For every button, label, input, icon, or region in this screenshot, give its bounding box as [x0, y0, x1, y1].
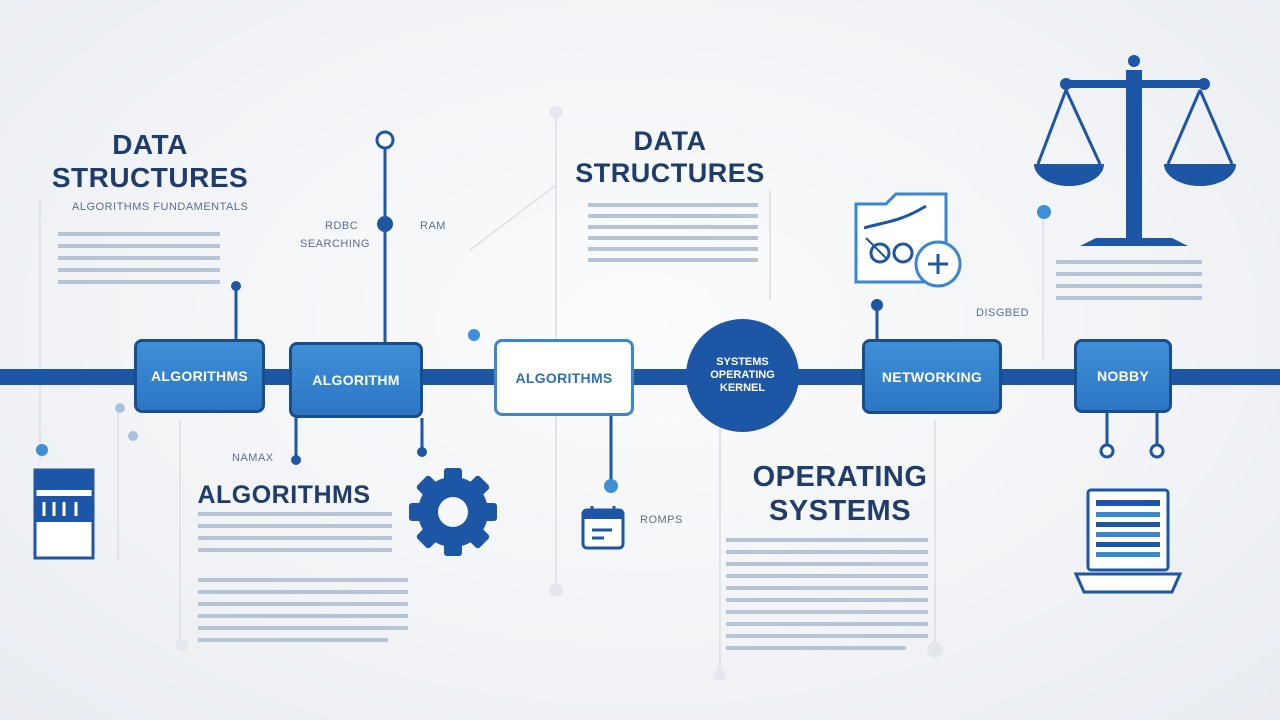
node-algorithm-2[interactable]: ALGORITHM [289, 342, 423, 418]
connector-rings [375, 130, 1165, 459]
title-data-structures-center: DATA STRUCTURES [575, 126, 765, 188]
node-algorithms-1[interactable]: ALGORITHMS [134, 339, 265, 413]
gear-icon [409, 468, 497, 556]
label-ram: RAM [420, 220, 446, 232]
label-rdbc: RDBC [325, 220, 359, 232]
node-algorithms-3[interactable]: ALGORITHMS [494, 339, 634, 416]
calendar-icon [581, 506, 625, 550]
title-operating-systems: OPERATING SYSTEMS [752, 461, 928, 528]
document-icon [33, 468, 95, 560]
title-algorithms: ALGORITHMS [197, 481, 371, 509]
label-romps: ROMPS [640, 514, 683, 526]
label-namax: NAMAX [232, 452, 274, 464]
guide-dots [176, 106, 943, 681]
node-networking[interactable]: NETWORKING [862, 339, 1002, 414]
light-dots [115, 403, 138, 441]
label-disgbed: DISGBED [976, 307, 1030, 319]
connector-dots [231, 216, 883, 465]
laptop-icon [1073, 488, 1183, 594]
guide-lines [39, 110, 1044, 680]
text-placeholder-lines [58, 203, 1202, 650]
title-data-structures-left: DATA STRUCTURES [51, 129, 249, 194]
balance-scale-icon [1034, 55, 1236, 246]
node-nobby[interactable]: NOBBY [1074, 339, 1172, 413]
chart-document-icon [854, 192, 962, 288]
subtitle-left: ALGORITHMS FUNDAMENTALS [72, 201, 249, 213]
accent-dots [36, 205, 1051, 493]
label-searching: SEARCHING [300, 238, 370, 250]
hub-systems[interactable]: SYSTEMS OPERATING KERNEL [686, 319, 799, 432]
